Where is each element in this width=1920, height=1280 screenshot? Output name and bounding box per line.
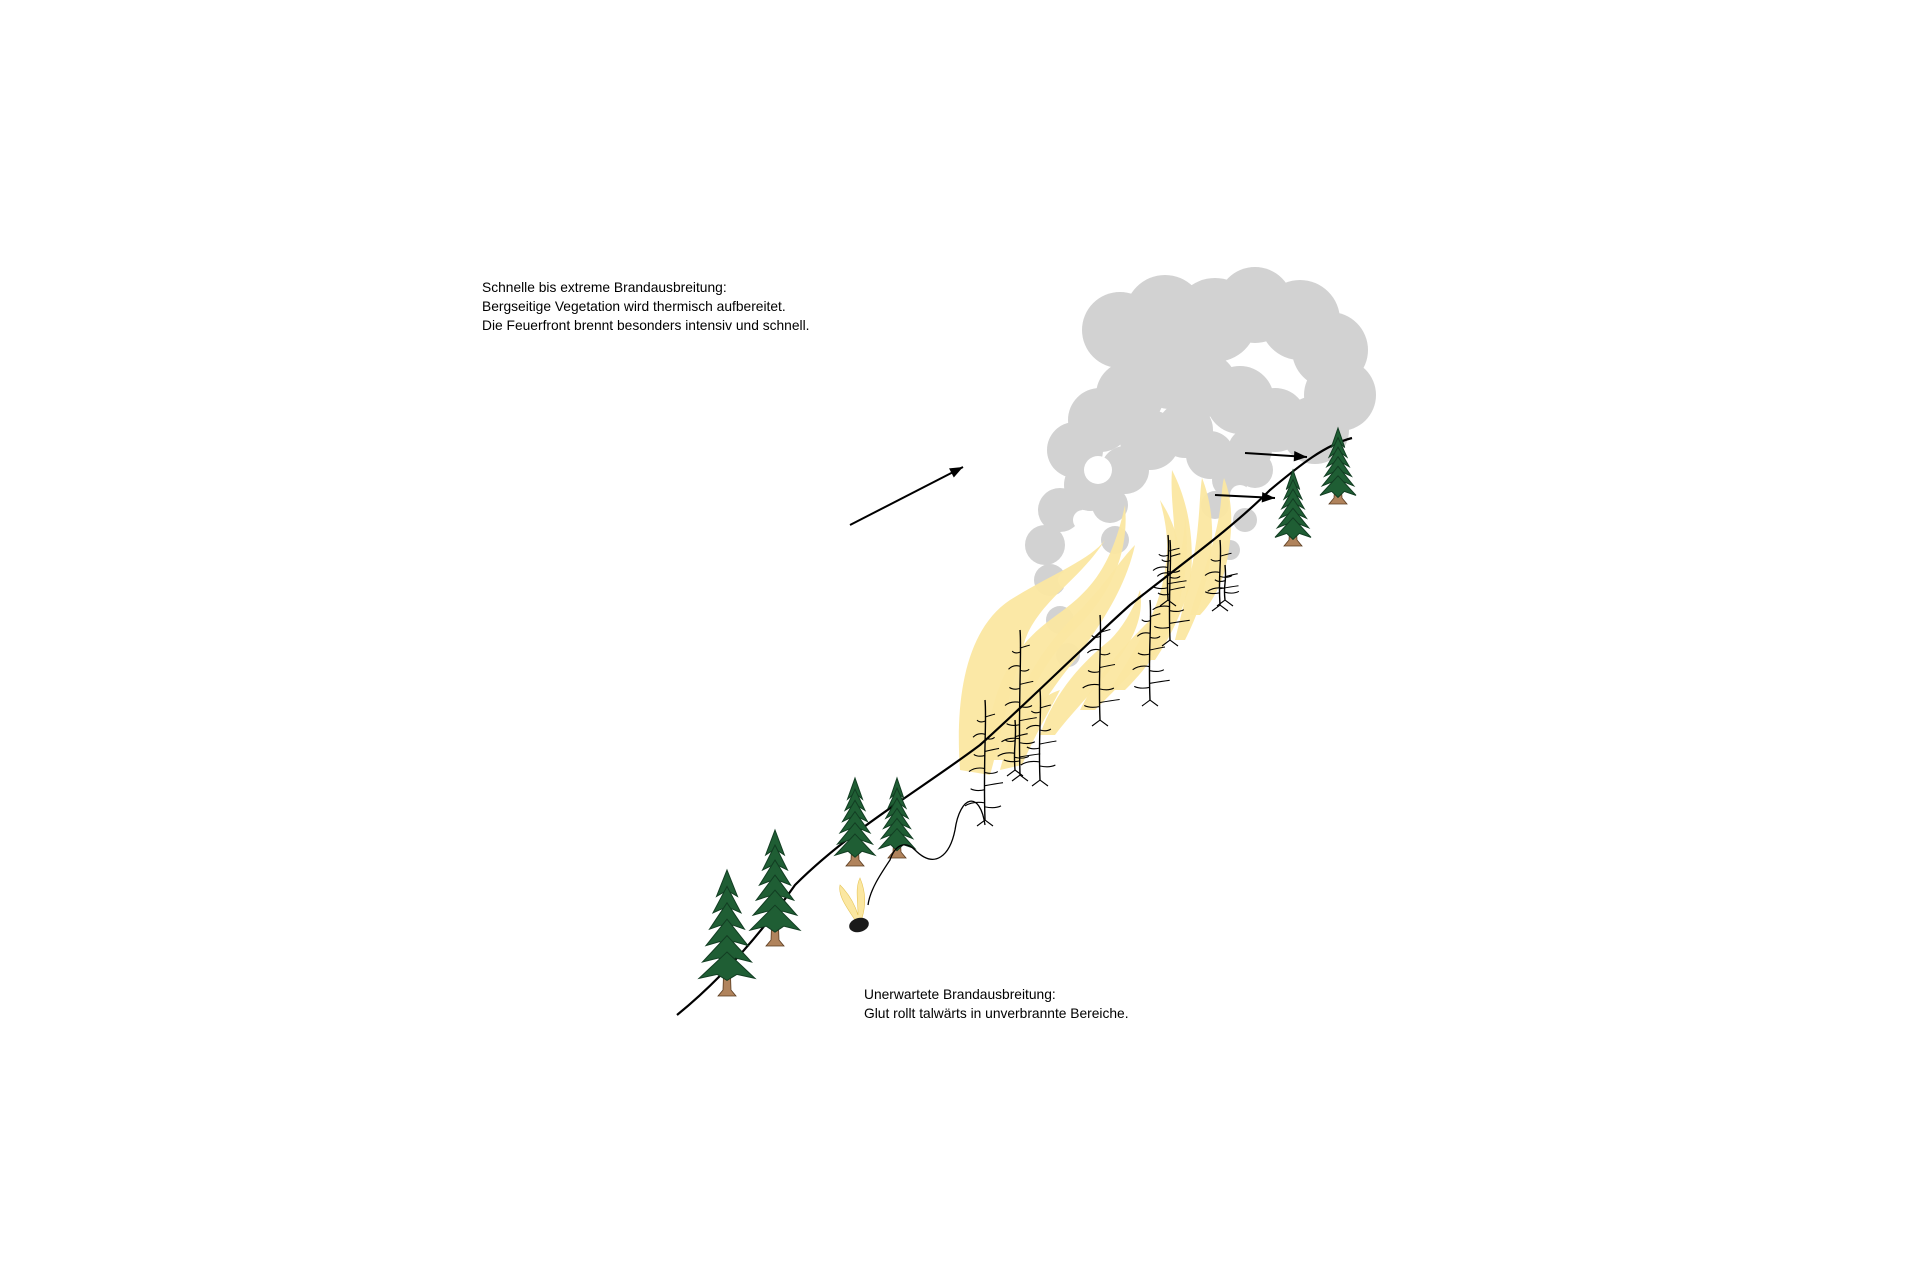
arrow-icon [1214, 492, 1276, 503]
flame-tongue [1190, 478, 1232, 615]
conifer-tree-icon [748, 828, 802, 947]
conifer-tree-icon [833, 776, 877, 867]
caption-upslope-line-3: Die Feuerfront brennt besonders intensiv… [482, 318, 810, 333]
burned-tree-icon [1132, 599, 1170, 707]
burned-tree-icon [1204, 539, 1239, 612]
flame-tongue [1175, 478, 1213, 640]
smoke-puff [1237, 452, 1273, 488]
conifer-tree-icon [877, 776, 917, 859]
conifer-tree-icon [1319, 426, 1357, 505]
burned-tree-icon [1152, 534, 1187, 607]
smoke-puff [1186, 431, 1234, 479]
caption-downslope-line-2: Glut rollt talwärts in unverbrannte Bere… [864, 1006, 1129, 1021]
flame-tongue [1010, 545, 1135, 740]
burned-tree-icon [1001, 629, 1041, 782]
burned-tree-icon [997, 719, 1030, 777]
flame-front [958, 470, 1232, 775]
conifer-tree-icon [1274, 468, 1312, 547]
ember-bounce-path [867, 800, 986, 906]
burned-tree-icon [1020, 689, 1057, 787]
caption-upslope-spread: Schnelle bis extreme Brandausbreitung: B… [482, 278, 809, 335]
smoke-puff [1101, 446, 1149, 494]
burned-tree-icon [1082, 614, 1120, 727]
smoke-puff [1092, 487, 1128, 523]
conifer-tree-icon [697, 868, 757, 997]
arrow-icon [849, 466, 964, 526]
flame-tongue [1160, 515, 1187, 620]
rolling-ember [839, 800, 986, 933]
flame-tongue [1140, 470, 1192, 660]
caption-upslope-line-2: Bergseitige Vegetation wird thermisch au… [482, 299, 786, 314]
caption-downslope-spread: Unerwartete Brandausbreitung: Glut rollt… [864, 985, 1129, 1023]
smoke-puff [1038, 488, 1082, 532]
caption-upslope-line-1: Schnelle bis extreme Brandausbreitung: [482, 280, 727, 295]
smoke-puff [1233, 508, 1257, 532]
caption-downslope-line-1: Unerwartete Brandausbreitung: [864, 987, 1056, 1002]
smoke-gap [1084, 456, 1112, 484]
burned-tree-icon [1152, 539, 1190, 647]
smoke-cloud [1025, 267, 1376, 667]
green-trees [697, 426, 1357, 997]
arrow-icon [1244, 450, 1308, 462]
rolling-ember-icon [839, 877, 869, 933]
wind-arrows [849, 450, 1308, 526]
smoke-gap [1230, 485, 1250, 505]
burned-tree-icon [964, 699, 1004, 827]
flame-tongue [1040, 590, 1141, 735]
burned-trees [964, 534, 1240, 827]
smoke-puff [1025, 525, 1065, 565]
smoke-gap [1073, 510, 1093, 530]
